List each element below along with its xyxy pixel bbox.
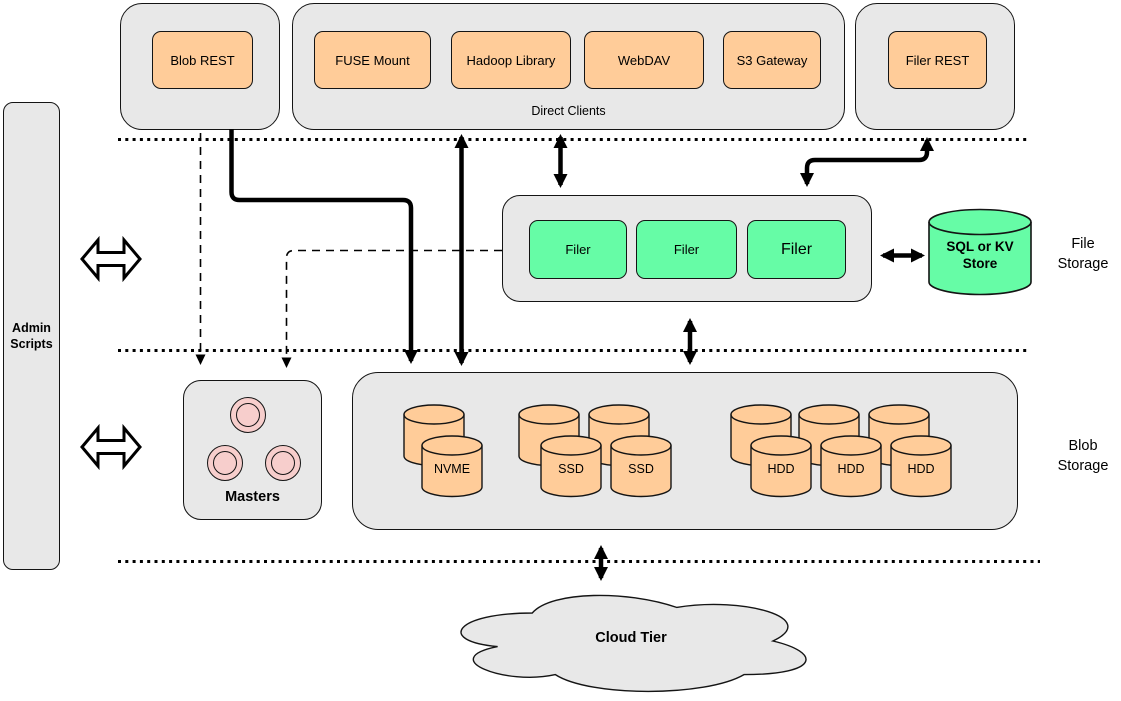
admin-file-storage-arrow-icon <box>80 235 142 283</box>
direct-clients-caption: Direct Clients <box>531 104 606 118</box>
edge-filers-to-masters <box>281 249 502 368</box>
webdav-label: WebDAV <box>617 52 671 68</box>
hadoop-library-node: Hadoop Library <box>451 31 571 89</box>
blob-rest-group: Blob REST <box>120 3 280 130</box>
hadoop-library-label: Hadoop Library <box>466 52 556 68</box>
masters-label: Masters <box>225 489 280 505</box>
s3-gateway-label: S3 Gateway <box>736 52 808 68</box>
hdd-label: HDD <box>767 462 795 476</box>
nvme-label: NVME <box>433 462 471 476</box>
hdd-cylinder-front-1: HDD <box>750 435 812 498</box>
fuse-mount-node: FUSE Mount <box>314 31 431 89</box>
s3-gateway-node: S3 Gateway <box>723 31 821 89</box>
ssd-cylinder-front-2: SSD <box>610 435 672 498</box>
filer-label-3: Filer <box>780 240 813 258</box>
filer-node-3: Filer <box>747 220 846 279</box>
filer-rest-group: Filer REST <box>855 3 1015 130</box>
master-node-2 <box>207 445 243 481</box>
hdd-label: HDD <box>837 462 865 476</box>
filer-rest-label: Filer REST <box>905 52 970 68</box>
master-node-inner <box>213 451 237 475</box>
hdd-label: HDD <box>907 462 935 476</box>
filer-label-2: Filer <box>673 242 700 257</box>
filer-node-2: Filer <box>636 220 737 279</box>
sql-kv-store-label: SQL or KV Store <box>946 239 1014 271</box>
hdd-cylinder-front-3: HDD <box>890 435 952 498</box>
master-node-inner <box>236 403 260 427</box>
master-node-1 <box>230 397 266 433</box>
hdd-cylinder-front-2: HDD <box>820 435 882 498</box>
admin-scripts-bar: Admin Scripts <box>3 102 60 570</box>
filer-label-1: Filer <box>565 242 591 257</box>
webdav-node: WebDAV <box>584 31 704 89</box>
ssd-cylinder-front-1: SSD <box>540 435 602 498</box>
blob-rest-node: Blob REST <box>152 31 253 89</box>
blob-storage-section-label: Blob Storage <box>1057 438 1109 475</box>
admin-blob-storage-arrow-icon <box>80 423 142 471</box>
ssd-label: SSD <box>558 462 584 476</box>
ssd-label: SSD <box>628 462 654 476</box>
admin-scripts-label: Admin Scripts <box>10 320 53 351</box>
master-node-3 <box>265 445 301 481</box>
file-storage-section-label: File Storage <box>1057 236 1109 273</box>
filer-node-1: Filer <box>529 220 627 279</box>
direct-clients-group: FUSE Mount Hadoop Library WebDAV S3 Gate… <box>292 3 845 130</box>
fuse-mount-label: FUSE Mount <box>335 52 410 68</box>
masters-box: Masters <box>183 380 322 520</box>
blob-rest-label: Blob REST <box>170 52 235 68</box>
nvme-cylinder-front: NVME <box>421 435 483 498</box>
cloud-tier-label: Cloud Tier <box>595 630 667 646</box>
edge-filerrest-to-filers <box>800 137 934 187</box>
edge-blobrest-to-blobstorage <box>229 129 418 364</box>
filer-rest-node: Filer REST <box>888 31 987 89</box>
sql-kv-store-cylinder: SQL or KV Store <box>928 208 1032 296</box>
filer-cluster: Filer Filer Filer <box>502 195 872 302</box>
cloud-tier-shape <box>460 594 807 693</box>
master-node-inner <box>271 451 295 475</box>
cylinder-icon <box>928 208 1032 296</box>
